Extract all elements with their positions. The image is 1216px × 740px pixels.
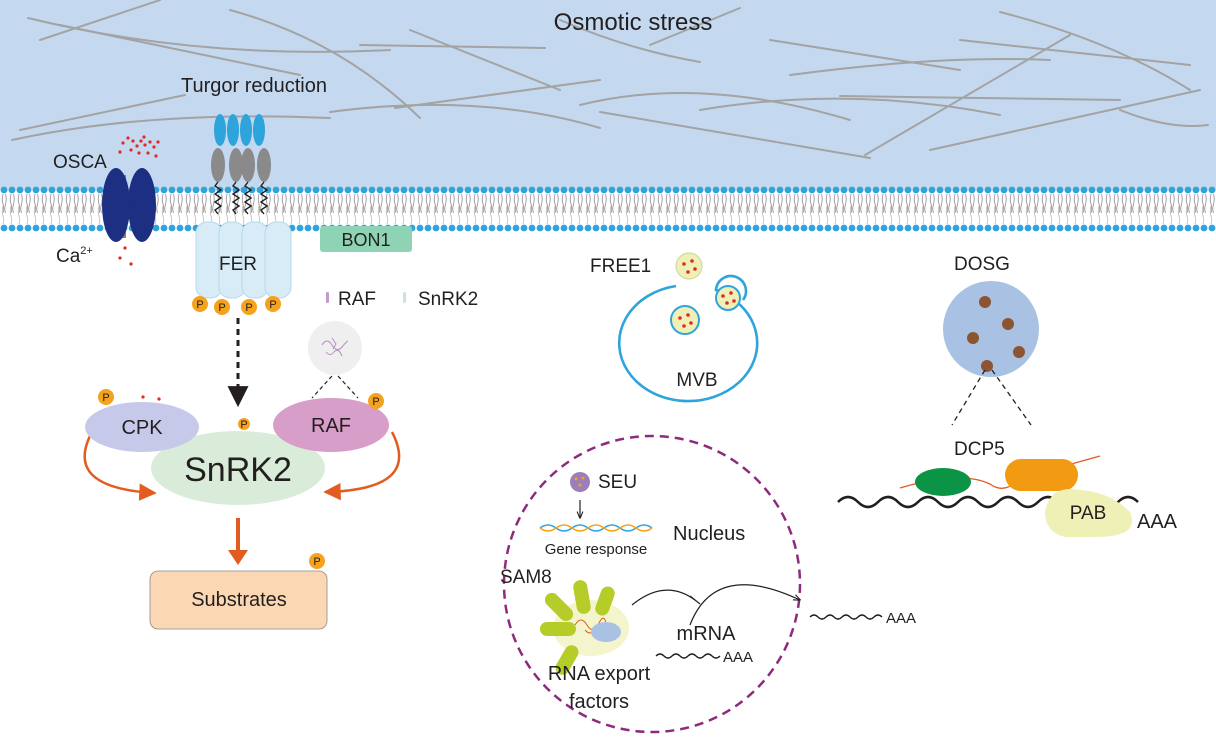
dosg-connector-left: [951, 369, 986, 426]
dna-helix: [539, 524, 653, 532]
cpk-label: CPK: [121, 417, 163, 439]
osmotic-stress-label: Osmotic stress: [554, 9, 713, 36]
cpk-phospho: [98, 389, 114, 405]
fer-label: FER: [219, 254, 257, 275]
svg-text:P: P: [240, 419, 247, 431]
mrna-export-arrow: [689, 584, 800, 626]
cpk-feedback-arrow: [83, 431, 157, 501]
pab-protein: [1045, 488, 1132, 537]
mvb-vesicles: [670, 252, 741, 335]
substrates-phospho: [309, 553, 325, 569]
svg-text:P: P: [218, 302, 225, 314]
nucleus-label: Nucleus: [673, 523, 745, 545]
snrk2-label: SnRK2: [184, 451, 292, 489]
svg-text:P: P: [269, 299, 276, 311]
svg-text:P: P: [313, 556, 320, 568]
snrk2-phospho: [238, 418, 250, 430]
svg-text:P: P: [102, 392, 109, 404]
complex-structure: [321, 337, 349, 357]
pab-label: PAB: [1070, 503, 1107, 524]
nuclear-mrna: [655, 653, 721, 659]
cytoplasmic-polya-label: AAA: [886, 610, 916, 627]
fer-receptor: [195, 114, 292, 299]
extracellular-space: [0, 0, 1216, 190]
substrates-label: Substrates: [191, 589, 287, 611]
dcp5-polya-label: AAA: [1137, 511, 1178, 533]
cell-wall-fibres: [11, 0, 1209, 159]
dosg-connector-right: [991, 369, 1032, 426]
sam8-arms: [540, 580, 615, 675]
fer-phospho-groups: P P P P: [192, 296, 281, 315]
dcp5-label: DCP5: [954, 439, 1005, 460]
nuclear-polya-label: AAA: [723, 649, 753, 666]
rna-export-line2: factors: [569, 691, 629, 713]
raf-node: [273, 398, 389, 452]
plasma-membrane: [0, 185, 1216, 233]
seu-protein: [570, 472, 590, 492]
legend-snrk2-label: SnRK2: [418, 289, 478, 310]
legend-snrk2-swatch: [403, 292, 406, 303]
seu-label: SEU: [598, 472, 637, 493]
dosg-particles: [967, 296, 1025, 372]
mvb-body: [617, 274, 759, 403]
substrates-box: [149, 570, 328, 630]
export-blue-protein: [591, 622, 621, 642]
legend-raf-swatch: [326, 292, 329, 303]
calcium-label: Ca2+: [56, 245, 93, 267]
raf-label: RAF: [311, 415, 351, 437]
rna-export-line1: RNA export: [548, 663, 651, 685]
complex-connector-left: [311, 375, 333, 399]
raf-feedback-arrow: [323, 431, 401, 501]
snrk2-node: [151, 431, 325, 505]
svg-text:P: P: [372, 396, 379, 408]
mvb-label: MVB: [676, 370, 717, 391]
dcp5-orange-protein: [1005, 459, 1078, 491]
complex-connector-right: [337, 375, 359, 399]
bon1-label: BON1: [341, 230, 390, 250]
dosg-label: DOSG: [954, 254, 1010, 275]
cytoplasmic-mrna: [809, 614, 883, 620]
svg-text:P: P: [245, 302, 252, 314]
osca-channel: [102, 168, 156, 242]
osca-label: OSCA: [53, 152, 107, 173]
svg-text:P: P: [196, 299, 203, 311]
bon1-box: [320, 226, 412, 252]
turgor-reduction-label: Turgor reduction: [181, 75, 327, 97]
dcp5-green-protein: [915, 468, 971, 496]
raf-phospho: [368, 393, 384, 409]
mrna-label: mRNA: [677, 623, 737, 645]
calcium-ions: [118, 135, 160, 266]
nucleus: [502, 434, 802, 734]
sam8-label: SAM8: [500, 567, 552, 588]
export-inhibition-arc: [631, 589, 696, 606]
gene-response-label: Gene response: [545, 541, 648, 558]
cpk-node: [85, 402, 199, 452]
free1-label: FREE1: [590, 256, 651, 277]
legend-raf-label: RAF: [338, 289, 376, 310]
